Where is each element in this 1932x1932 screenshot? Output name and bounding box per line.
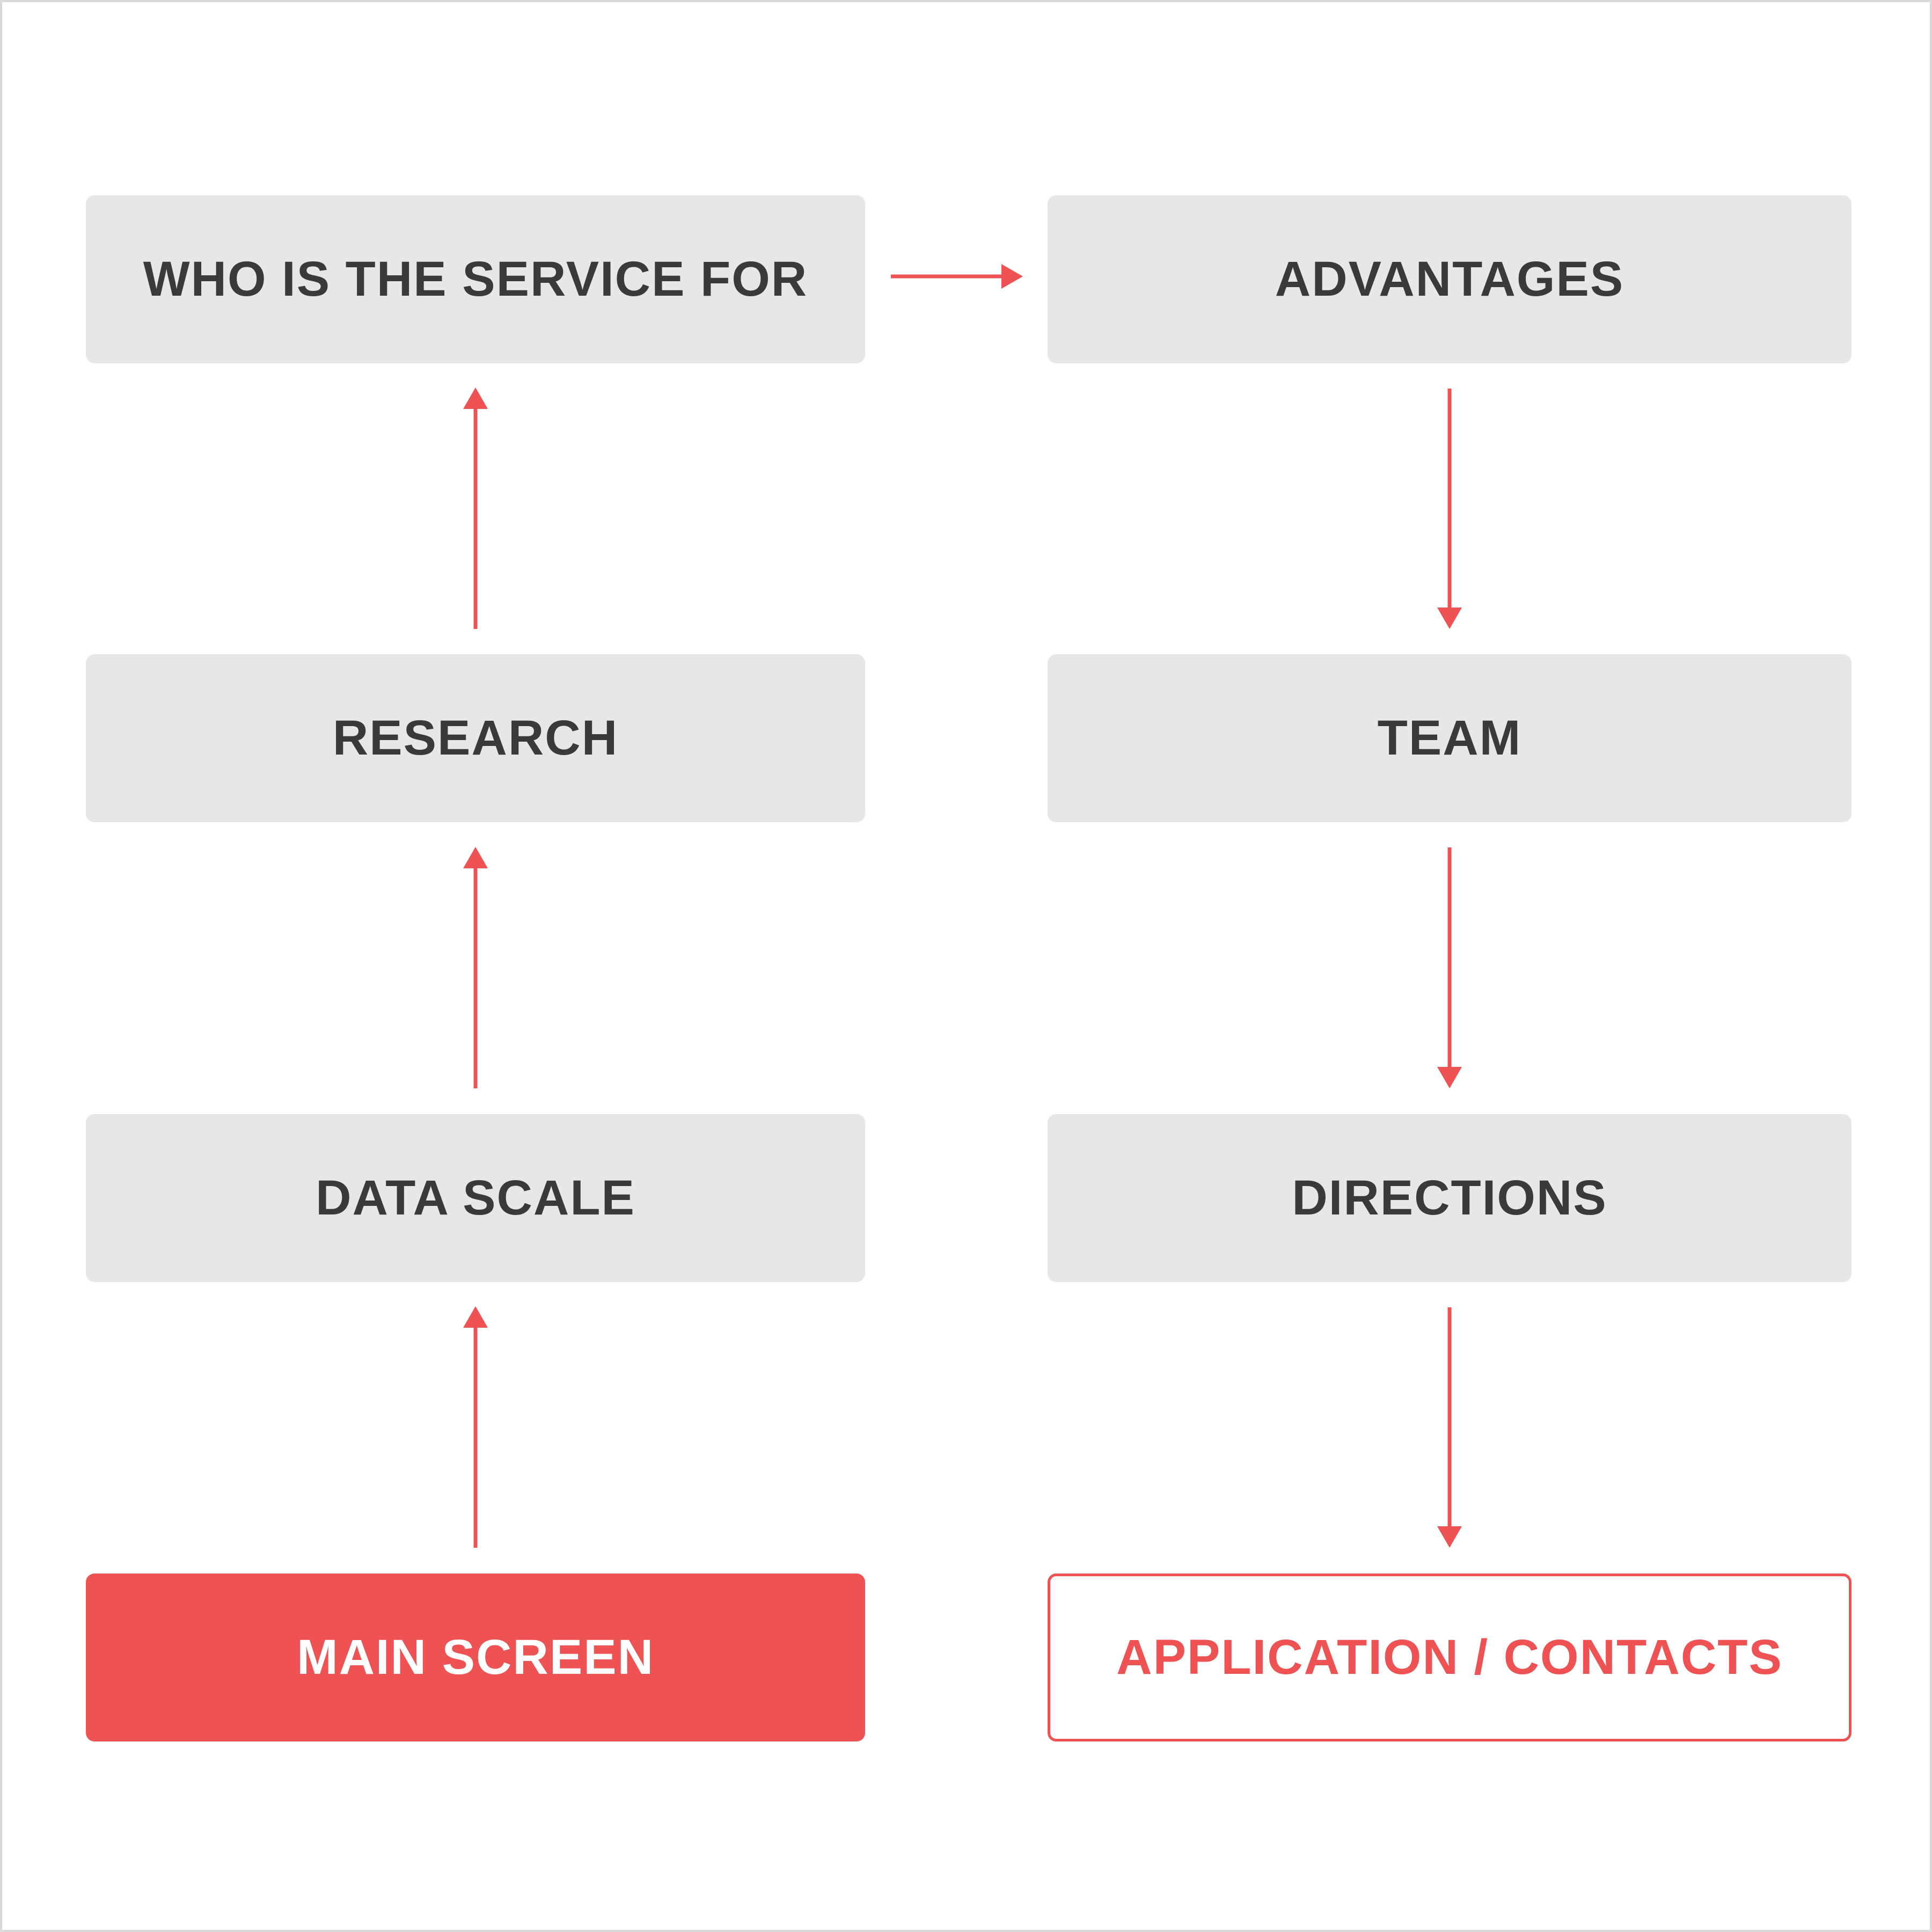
arrow-data-scale-to-research bbox=[463, 847, 488, 1088]
node-label: WHO IS THE SERVICE FOR bbox=[143, 252, 808, 306]
arrow-advantages-to-team bbox=[1437, 389, 1462, 629]
arrow-main-screen-to-data-scale bbox=[463, 1306, 488, 1548]
arrow-team-to-directions bbox=[1437, 847, 1462, 1088]
node-main-screen: MAIN SCREEN bbox=[86, 1574, 865, 1741]
node-directions: DIRECTIONS bbox=[1048, 1114, 1851, 1282]
node-label: APPLICATION / CONTACTS bbox=[1116, 1630, 1783, 1685]
node-team: TEAM bbox=[1048, 654, 1851, 822]
node-application-contacts: APPLICATION / CONTACTS bbox=[1048, 1574, 1851, 1741]
node-label: ADVANTAGES bbox=[1275, 252, 1624, 306]
arrow-research-to-who-is-the-service-for bbox=[463, 387, 488, 629]
node-label: TEAM bbox=[1377, 711, 1522, 765]
node-research: RESEARCH bbox=[86, 654, 865, 822]
node-who-is-the-service-for: WHO IS THE SERVICE FOR bbox=[86, 195, 865, 363]
node-label: MAIN SCREEN bbox=[296, 1630, 655, 1685]
node-advantages: ADVANTAGES bbox=[1048, 195, 1851, 363]
node-label: RESEARCH bbox=[332, 711, 619, 765]
node-label: DATA SCALE bbox=[316, 1170, 635, 1225]
arrow-who-is-the-service-for-to-advantages bbox=[891, 264, 1023, 289]
node-label: DIRECTIONS bbox=[1292, 1170, 1607, 1225]
node-data-scale: DATA SCALE bbox=[86, 1114, 865, 1282]
arrow-directions-to-application-contacts bbox=[1437, 1307, 1462, 1548]
